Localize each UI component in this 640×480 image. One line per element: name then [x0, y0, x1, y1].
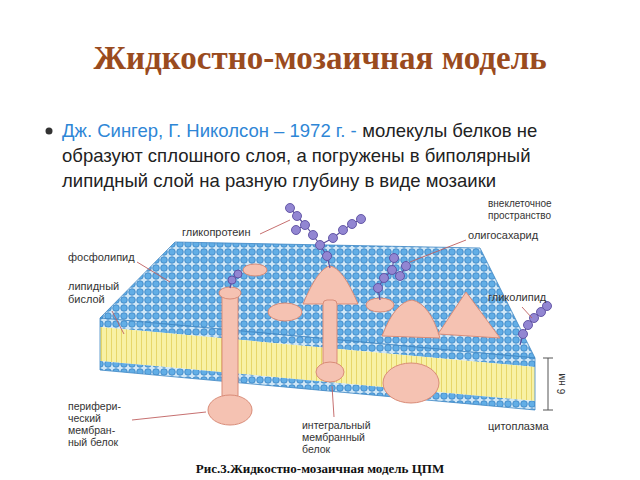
- part-label: олигосахарид: [468, 229, 558, 242]
- part-label: гликопротеин: [182, 226, 262, 239]
- space-label: внеклеточное пространство: [488, 198, 588, 221]
- bullet-paragraph: Дж. Сингер, Г. Николсон – 1972 г. -молек…: [62, 118, 592, 193]
- part-label: интегральный мембранный белок: [302, 419, 390, 455]
- figure-caption: Рис.3.Жидкостно-мозаичная модель ЦПМ: [0, 461, 640, 477]
- sugar-links: [230, 208, 547, 345]
- leader-lines: [112, 220, 532, 420]
- sugar-balls: [228, 204, 552, 339]
- part-label: фосфолипид: [68, 251, 148, 264]
- part-label: липидный бислой: [68, 280, 126, 305]
- bullet-dot: [46, 128, 53, 135]
- dimension-label: 6 нм: [556, 364, 568, 404]
- space-label: цитоплазма: [488, 420, 568, 433]
- thickness-bracket: [543, 358, 553, 410]
- lipid-bilayer: [100, 242, 535, 410]
- proteins: [208, 264, 500, 425]
- authors-year: Дж. Сингер, Г. Николсон – 1972 г. -: [62, 120, 357, 141]
- slide-title: Жидкостно-мозаичная модель: [0, 40, 640, 77]
- part-label: гликолипид: [488, 291, 568, 304]
- part-label: перифери- ческий мембран- ный белок: [68, 400, 130, 448]
